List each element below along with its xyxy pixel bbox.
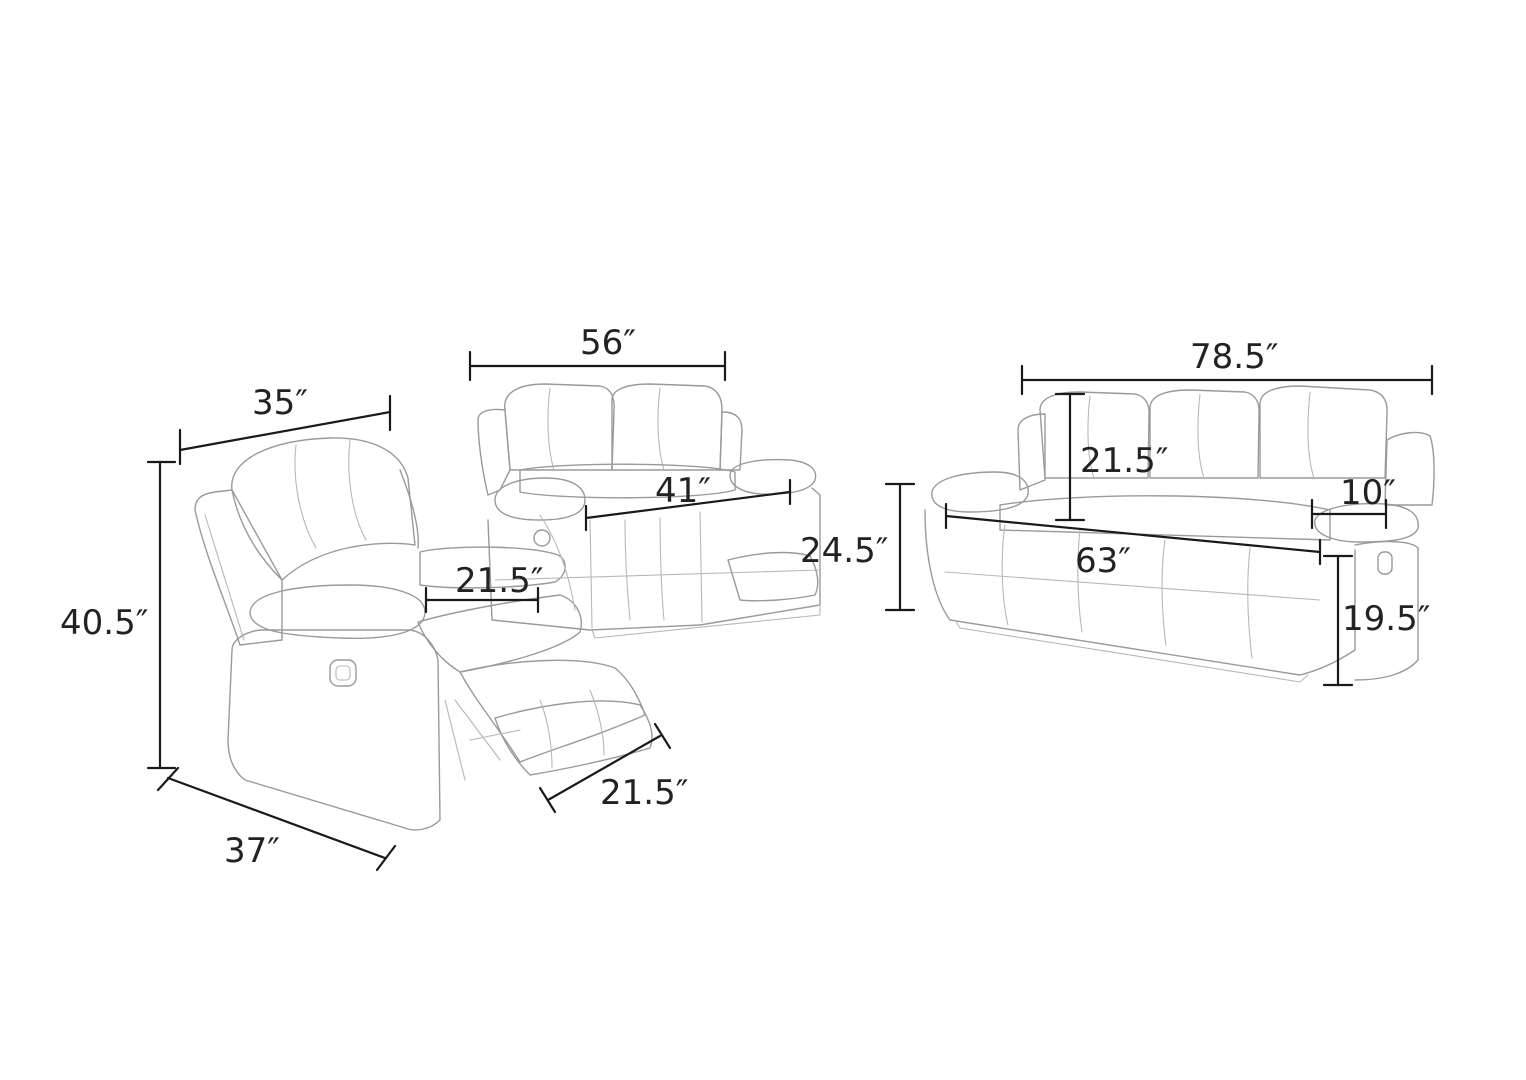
recliner-seat-width-dimension	[424, 586, 540, 614]
sofa-sketch	[924, 385, 1435, 683]
recliner-height-dimension	[146, 460, 177, 770]
recliner-footrest-label: 21.5″	[600, 773, 688, 813]
loveseat-height-label: 24.5″	[800, 531, 888, 571]
sofa-arm-height-dimension	[1322, 554, 1354, 687]
loveseat-width-label: 56″	[580, 323, 636, 363]
sofa-width-dimension	[1020, 364, 1434, 396]
sofa-back-height-dimension	[1054, 392, 1086, 522]
recliner-depth-dimension	[156, 766, 397, 872]
recliner-height-label: 40.5″	[60, 603, 148, 643]
loveseat-width-dimension	[468, 350, 727, 382]
sofa-arm-height-label: 19.5″	[1342, 599, 1430, 639]
sofa-seat-width-dimension	[944, 502, 1322, 566]
recliner-width-label: 35″	[252, 383, 308, 423]
loveseat-seat-width-label: 41″	[655, 471, 711, 511]
recliner-sketch	[194, 437, 653, 831]
sofa-width-label: 78.5″	[1190, 337, 1278, 377]
sofa-arm-width-label: 10″	[1340, 473, 1396, 513]
sofa-back-height-label: 21.5″	[1080, 441, 1168, 481]
recliner-depth-label: 37″	[224, 831, 280, 871]
recliner-footrest-dimension	[538, 722, 672, 814]
recliner-width-dimension	[178, 394, 392, 466]
recliner-seat-width-label: 21.5″	[455, 561, 543, 601]
sofa-arm-width-dimension	[1310, 498, 1388, 530]
loveseat-height-dimension	[884, 482, 916, 612]
loveseat-seat-width-dimension	[584, 478, 792, 532]
sofa-seat-width-label: 63″	[1075, 541, 1131, 581]
loveseat-sketch	[477, 383, 821, 639]
